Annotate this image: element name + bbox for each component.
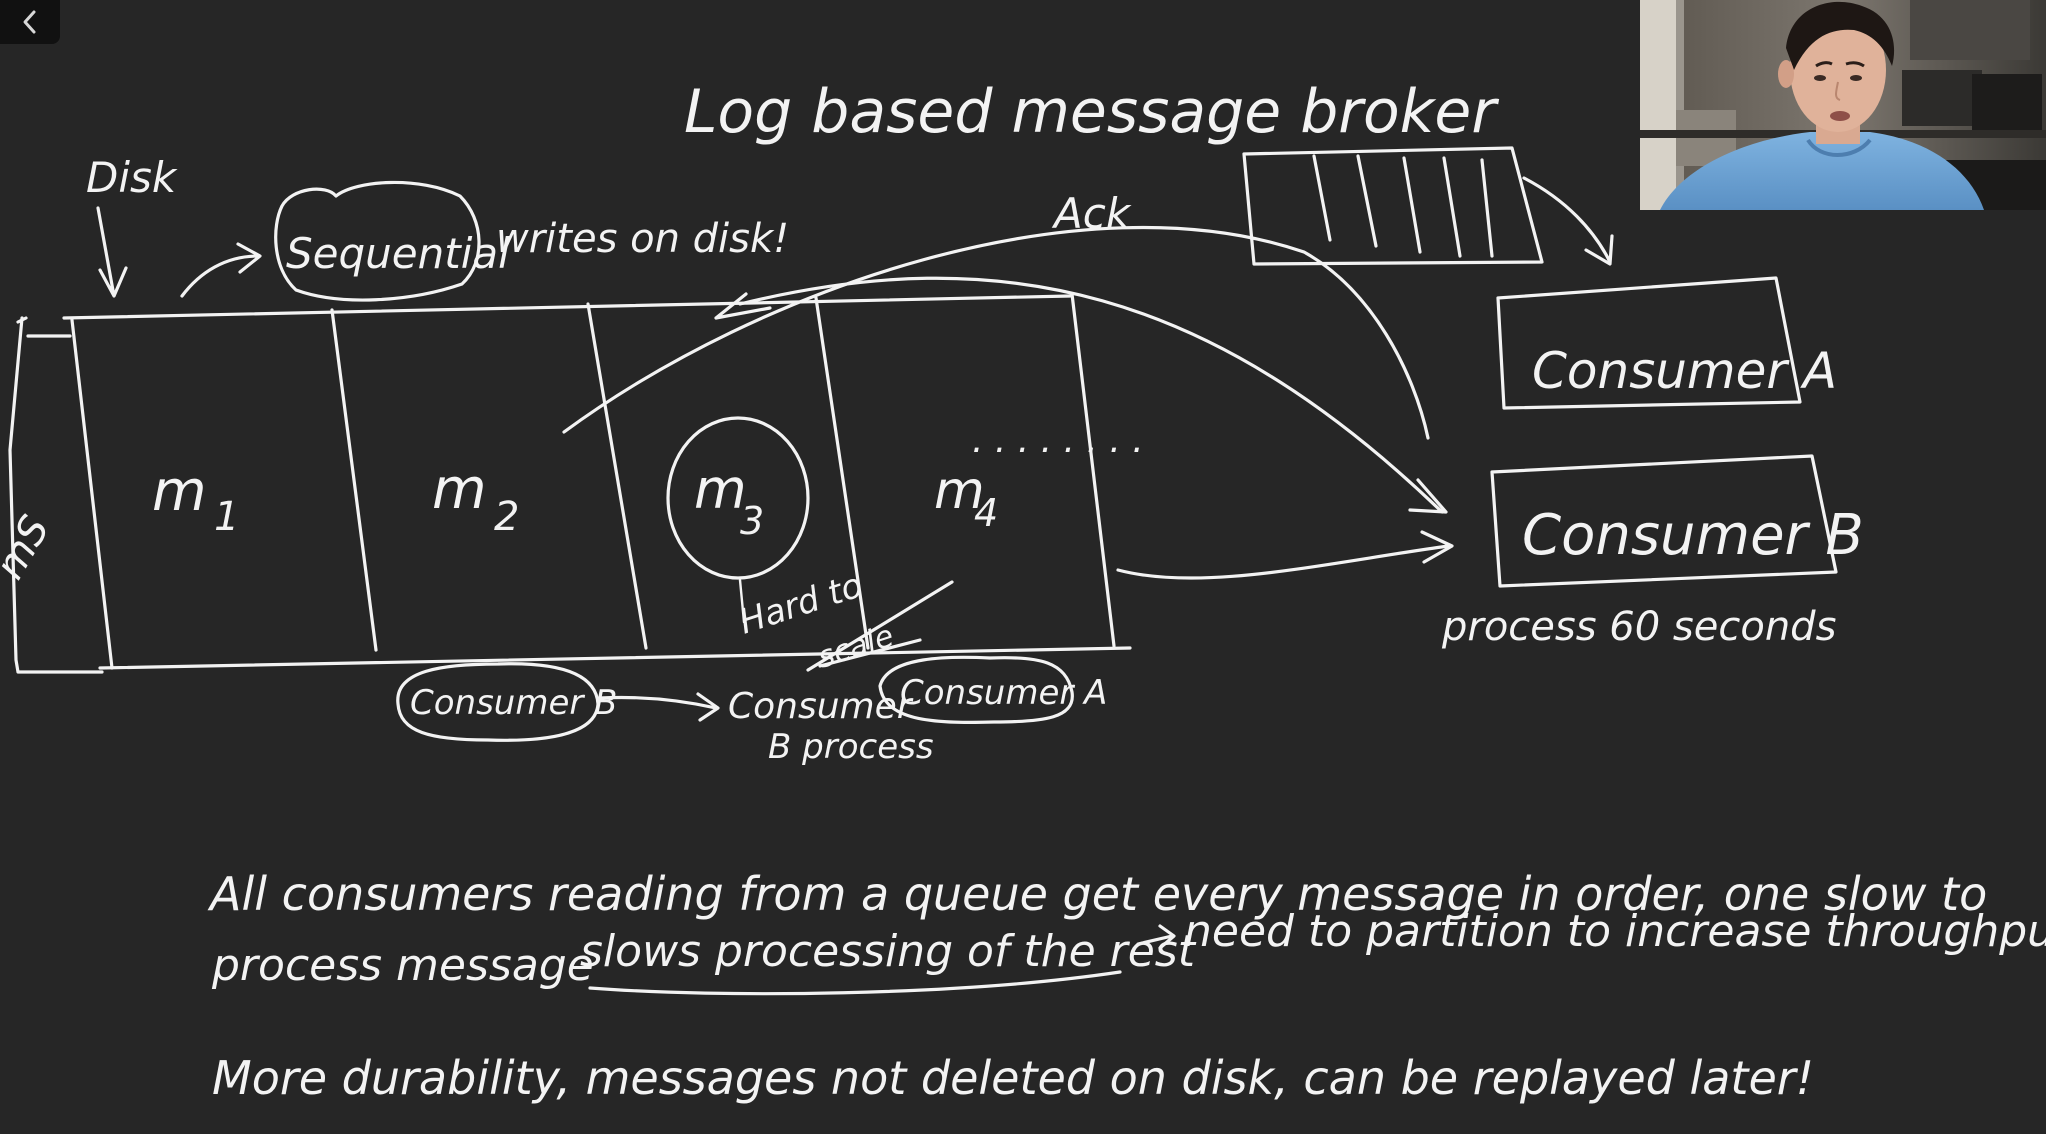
svg-text:1: 1: [214, 494, 239, 540]
below-consumer-process-line-2: B process: [768, 727, 934, 767]
message-3-circle: [666, 416, 810, 580]
log-bottom-edge: [98, 646, 1132, 670]
log-ellipsis: . . . . . . . .: [972, 420, 1144, 461]
webcam-person-image: [1640, 0, 2046, 210]
note-line-3: More durability, messages not deleted on…: [212, 1051, 1814, 1105]
consumer-b-process-time: process 60 seconds: [1441, 604, 1836, 650]
svg-text:4: 4: [974, 491, 998, 535]
svg-text:3: 3: [740, 499, 764, 543]
note-line-2-start: process message: [211, 940, 594, 991]
queue-box: [1242, 146, 1544, 266]
board-title: Log based message broker: [684, 77, 1499, 147]
svg-text:m: m: [152, 459, 207, 524]
webcam-video: [1640, 0, 2046, 210]
below-consumer-b-label: Consumer B: [410, 683, 618, 723]
sequential-bubble: [274, 180, 481, 302]
message-3: m 3: [666, 416, 810, 580]
below-consumer-a-label: Consumer A: [900, 673, 1107, 713]
log-dividers: [70, 292, 1116, 670]
ack-arc-arrow: [562, 225, 1430, 440]
log-outer-left: [8, 316, 104, 674]
hard-to-scale-pointer: [738, 578, 746, 624]
below-consumer-b-bubble: [396, 662, 600, 742]
queue-bars: [1312, 154, 1494, 258]
log-to-consumer-b-arc: [738, 276, 1448, 514]
disk-label: Disk: [86, 153, 178, 202]
note-line-2-underlined: slows processing of the rest: [580, 926, 1197, 977]
message-1: m 1: [152, 459, 239, 540]
below-consumer-process-line-1: Consumer: [728, 686, 914, 727]
consumer-a-label: Consumer A: [1532, 342, 1837, 400]
below-consumer-a-bubble: [878, 655, 1074, 725]
svg-text:m: m: [694, 458, 747, 521]
log-top-edge: [62, 294, 1072, 320]
ms-label: mS: [0, 508, 59, 587]
sequential-writes-text: writes on disk!: [496, 216, 789, 262]
scale-struck-label: scale: [814, 618, 898, 675]
svg-text:2: 2: [494, 494, 519, 540]
note-underline: [588, 970, 1122, 996]
sequential-pointer-arrow: [180, 242, 262, 298]
message-2: m 2: [432, 457, 519, 540]
chevron-left-icon: [23, 10, 36, 34]
log-tail-to-consumer-b-arrow: [1116, 530, 1454, 580]
note-line-2-end: need to partition to increase throughput…: [1184, 906, 2046, 957]
back-button[interactable]: [0, 0, 60, 44]
disk-arrow: [96, 206, 128, 298]
scale-strikeout: [806, 580, 954, 672]
svg-text:m: m: [432, 457, 487, 522]
note-line-1: All consumers reading from a queue get e…: [207, 867, 1987, 921]
note-arrow: [1136, 924, 1176, 950]
queue-to-consumer-arrow: [1522, 176, 1614, 266]
consumer-b-label: Consumer B: [1522, 503, 1864, 568]
message-4: m 4: [934, 461, 998, 535]
sequential-label: Sequential: [286, 229, 510, 278]
consumer-a-box: [1496, 276, 1802, 410]
below-consumer-b-arrow: [598, 692, 720, 722]
svg-text:m: m: [934, 461, 985, 521]
consumer-b-box: [1490, 454, 1838, 588]
